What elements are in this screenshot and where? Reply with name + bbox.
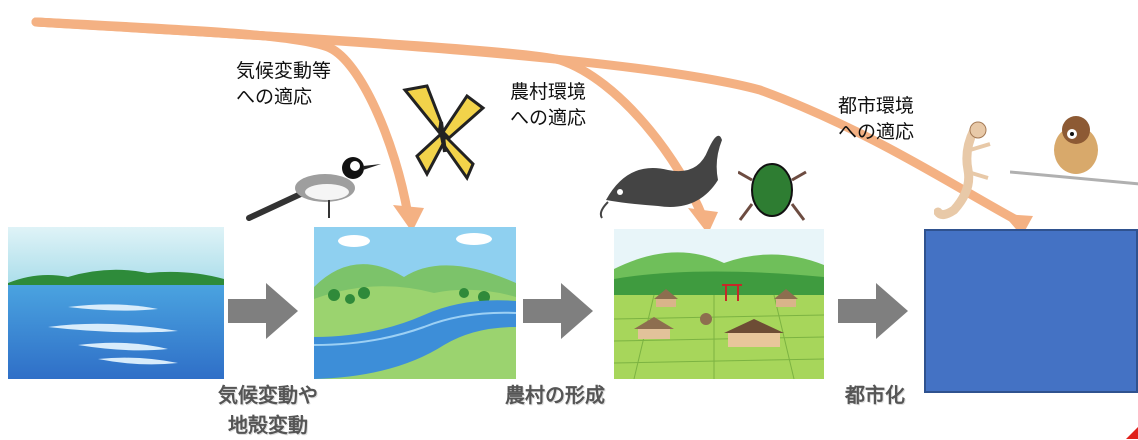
rural-adaptation-label: 農村環境への適応 bbox=[510, 81, 587, 129]
corner-mark bbox=[1126, 427, 1138, 439]
urban-adaptation-label: 都市環境への適応 bbox=[838, 95, 915, 143]
step-arrow-1 bbox=[228, 283, 298, 339]
wagtail-bird-icon bbox=[246, 157, 381, 221]
gecko-icon bbox=[934, 121, 991, 220]
arrowhead-river bbox=[393, 205, 424, 232]
village-caption: 農村の形成 bbox=[505, 383, 605, 407]
village-illustration bbox=[614, 229, 824, 379]
step-arrow-2 bbox=[523, 283, 593, 339]
lake-illustration bbox=[8, 227, 224, 379]
arrowhead-village bbox=[688, 208, 718, 234]
climate-adaptation-label: 気候変動等への適応 bbox=[236, 60, 332, 108]
catfish-icon bbox=[599, 135, 722, 219]
step-arrow-3 bbox=[838, 283, 908, 339]
farmhouses bbox=[634, 289, 798, 347]
lake-panel bbox=[8, 227, 224, 379]
river-illustration bbox=[314, 227, 516, 379]
water-beetle-icon bbox=[738, 163, 807, 221]
climate-crust-caption: 気候変動や地殻変動 bbox=[218, 383, 318, 437]
river-panel bbox=[314, 227, 516, 379]
urbanization-caption: 都市化 bbox=[845, 383, 905, 407]
water-wheel bbox=[700, 313, 712, 325]
butterfly-icon bbox=[402, 84, 486, 182]
arrowhead-city bbox=[1003, 214, 1033, 236]
urban-box bbox=[924, 229, 1138, 393]
arrow-to-city bbox=[31, 17, 1025, 227]
torii-gate bbox=[722, 284, 742, 301]
village-panel bbox=[614, 229, 824, 379]
sparrow-icon bbox=[1010, 116, 1138, 186]
